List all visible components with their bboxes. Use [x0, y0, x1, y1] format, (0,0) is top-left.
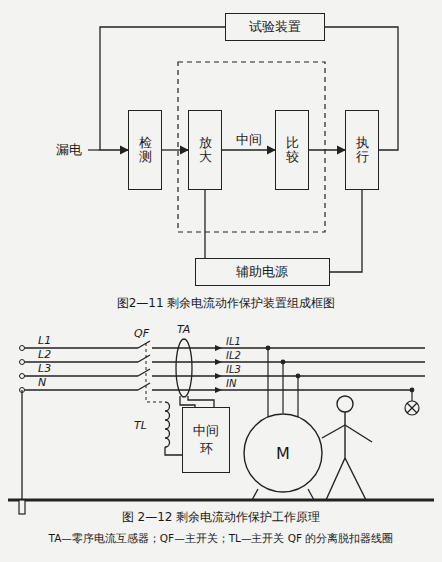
- edge-label: 中间: [234, 133, 264, 146]
- terminal-dot: [20, 360, 25, 365]
- switch-blade: [138, 383, 150, 390]
- line-label: L3: [38, 363, 51, 374]
- node-text: 比较: [286, 136, 299, 165]
- relay-box: 中间环: [182, 407, 230, 473]
- node-text: 中间环: [191, 422, 221, 458]
- power-lines: [152, 375, 425, 376]
- lamp: [405, 401, 419, 415]
- node-text: M: [276, 444, 290, 463]
- current-arrow: [215, 387, 222, 393]
- node-text: 检测: [139, 136, 152, 165]
- power-lines: [152, 389, 412, 390]
- terminal-dot: [20, 374, 25, 379]
- motor-wires: [281, 360, 285, 364]
- lamp: [407, 403, 417, 413]
- current-arrow: [215, 345, 222, 393]
- current-transformer: [176, 339, 214, 408]
- signal-label: 漏电: [56, 143, 82, 156]
- earth: [19, 500, 25, 514]
- line-label: L1: [38, 335, 51, 346]
- device-box: 试验装置: [225, 13, 325, 41]
- current-arrow: [215, 359, 222, 365]
- power-lines: [152, 361, 425, 362]
- motor-wires: [296, 374, 300, 378]
- trip-coil: [165, 447, 182, 455]
- lamp: [407, 403, 417, 413]
- earth: [8, 390, 434, 514]
- lamp: [410, 388, 414, 392]
- figure-caption: 图2—11 剩余电流动作保护装置组成框图: [117, 297, 336, 309]
- switch-blade: [138, 341, 150, 390]
- node-text: 执行: [356, 136, 369, 165]
- trip-coil: [165, 402, 182, 455]
- person: [337, 396, 353, 412]
- motor-wires: [282, 362, 283, 413]
- trip-coil: [165, 402, 170, 447]
- person: [345, 458, 366, 500]
- trip-link: [146, 343, 165, 402]
- motor-wires: [267, 348, 268, 418]
- dashed-group: [88, 62, 325, 232]
- power-box: 辅助电源: [195, 258, 330, 286]
- part-label: TA: [177, 324, 190, 335]
- part-label: TL: [134, 420, 147, 431]
- input-line: [88, 149, 100, 150]
- power-lines: [152, 347, 425, 348]
- process-box: 检测: [128, 110, 162, 190]
- switch-blade: [138, 369, 150, 376]
- earth: [8, 499, 434, 502]
- person: [322, 425, 345, 438]
- person: [345, 425, 372, 442]
- process-box: 比较: [275, 110, 309, 190]
- connector: [330, 190, 363, 272]
- node-text: 辅助电源: [236, 263, 288, 281]
- person: [344, 412, 345, 458]
- motor-wires: [266, 346, 300, 418]
- dashed-frame: [178, 62, 325, 232]
- motor-wires: [297, 376, 298, 418]
- current-label: IL3: [226, 365, 241, 375]
- process-box: 执行: [345, 110, 379, 190]
- person: [322, 396, 372, 500]
- figure-caption: 图 2—12 剩余电流动作保护工作原理: [122, 511, 321, 523]
- part-label: QF: [134, 328, 149, 339]
- power-lines: [22, 348, 425, 390]
- power-lines: [22, 389, 138, 390]
- current-label: IL1: [226, 337, 241, 347]
- terminal-dot: [20, 346, 25, 351]
- legend-note: TA—零序电流互感器；QF—主开关；TL—主开关 QF 的分离脱扣器线圈: [49, 533, 394, 544]
- connector: [162, 149, 188, 150]
- lamp: [405, 388, 419, 415]
- current-label: IN: [226, 379, 236, 389]
- trip-link: [146, 343, 165, 402]
- current-label: IL2: [226, 351, 241, 361]
- motor-circle: M: [243, 413, 323, 493]
- current-arrow: [215, 373, 222, 379]
- process-box: 放大: [188, 110, 222, 190]
- node-text: 试验装置: [249, 18, 301, 36]
- motor-outline: [244, 414, 322, 492]
- connector: [204, 190, 205, 258]
- connector: [222, 149, 275, 150]
- current-arrow: [215, 345, 222, 351]
- earth: [21, 390, 22, 500]
- terminal-dot: [20, 346, 25, 393]
- connector: [309, 149, 345, 150]
- motor-wires: [266, 346, 270, 350]
- switch-blade: [138, 355, 150, 362]
- person: [326, 458, 345, 500]
- line-label: L2: [38, 349, 51, 360]
- node-text: 放大: [199, 136, 212, 165]
- switch-blade: [138, 341, 150, 348]
- line-label: N: [38, 377, 46, 388]
- current-transformer: [176, 339, 192, 397]
